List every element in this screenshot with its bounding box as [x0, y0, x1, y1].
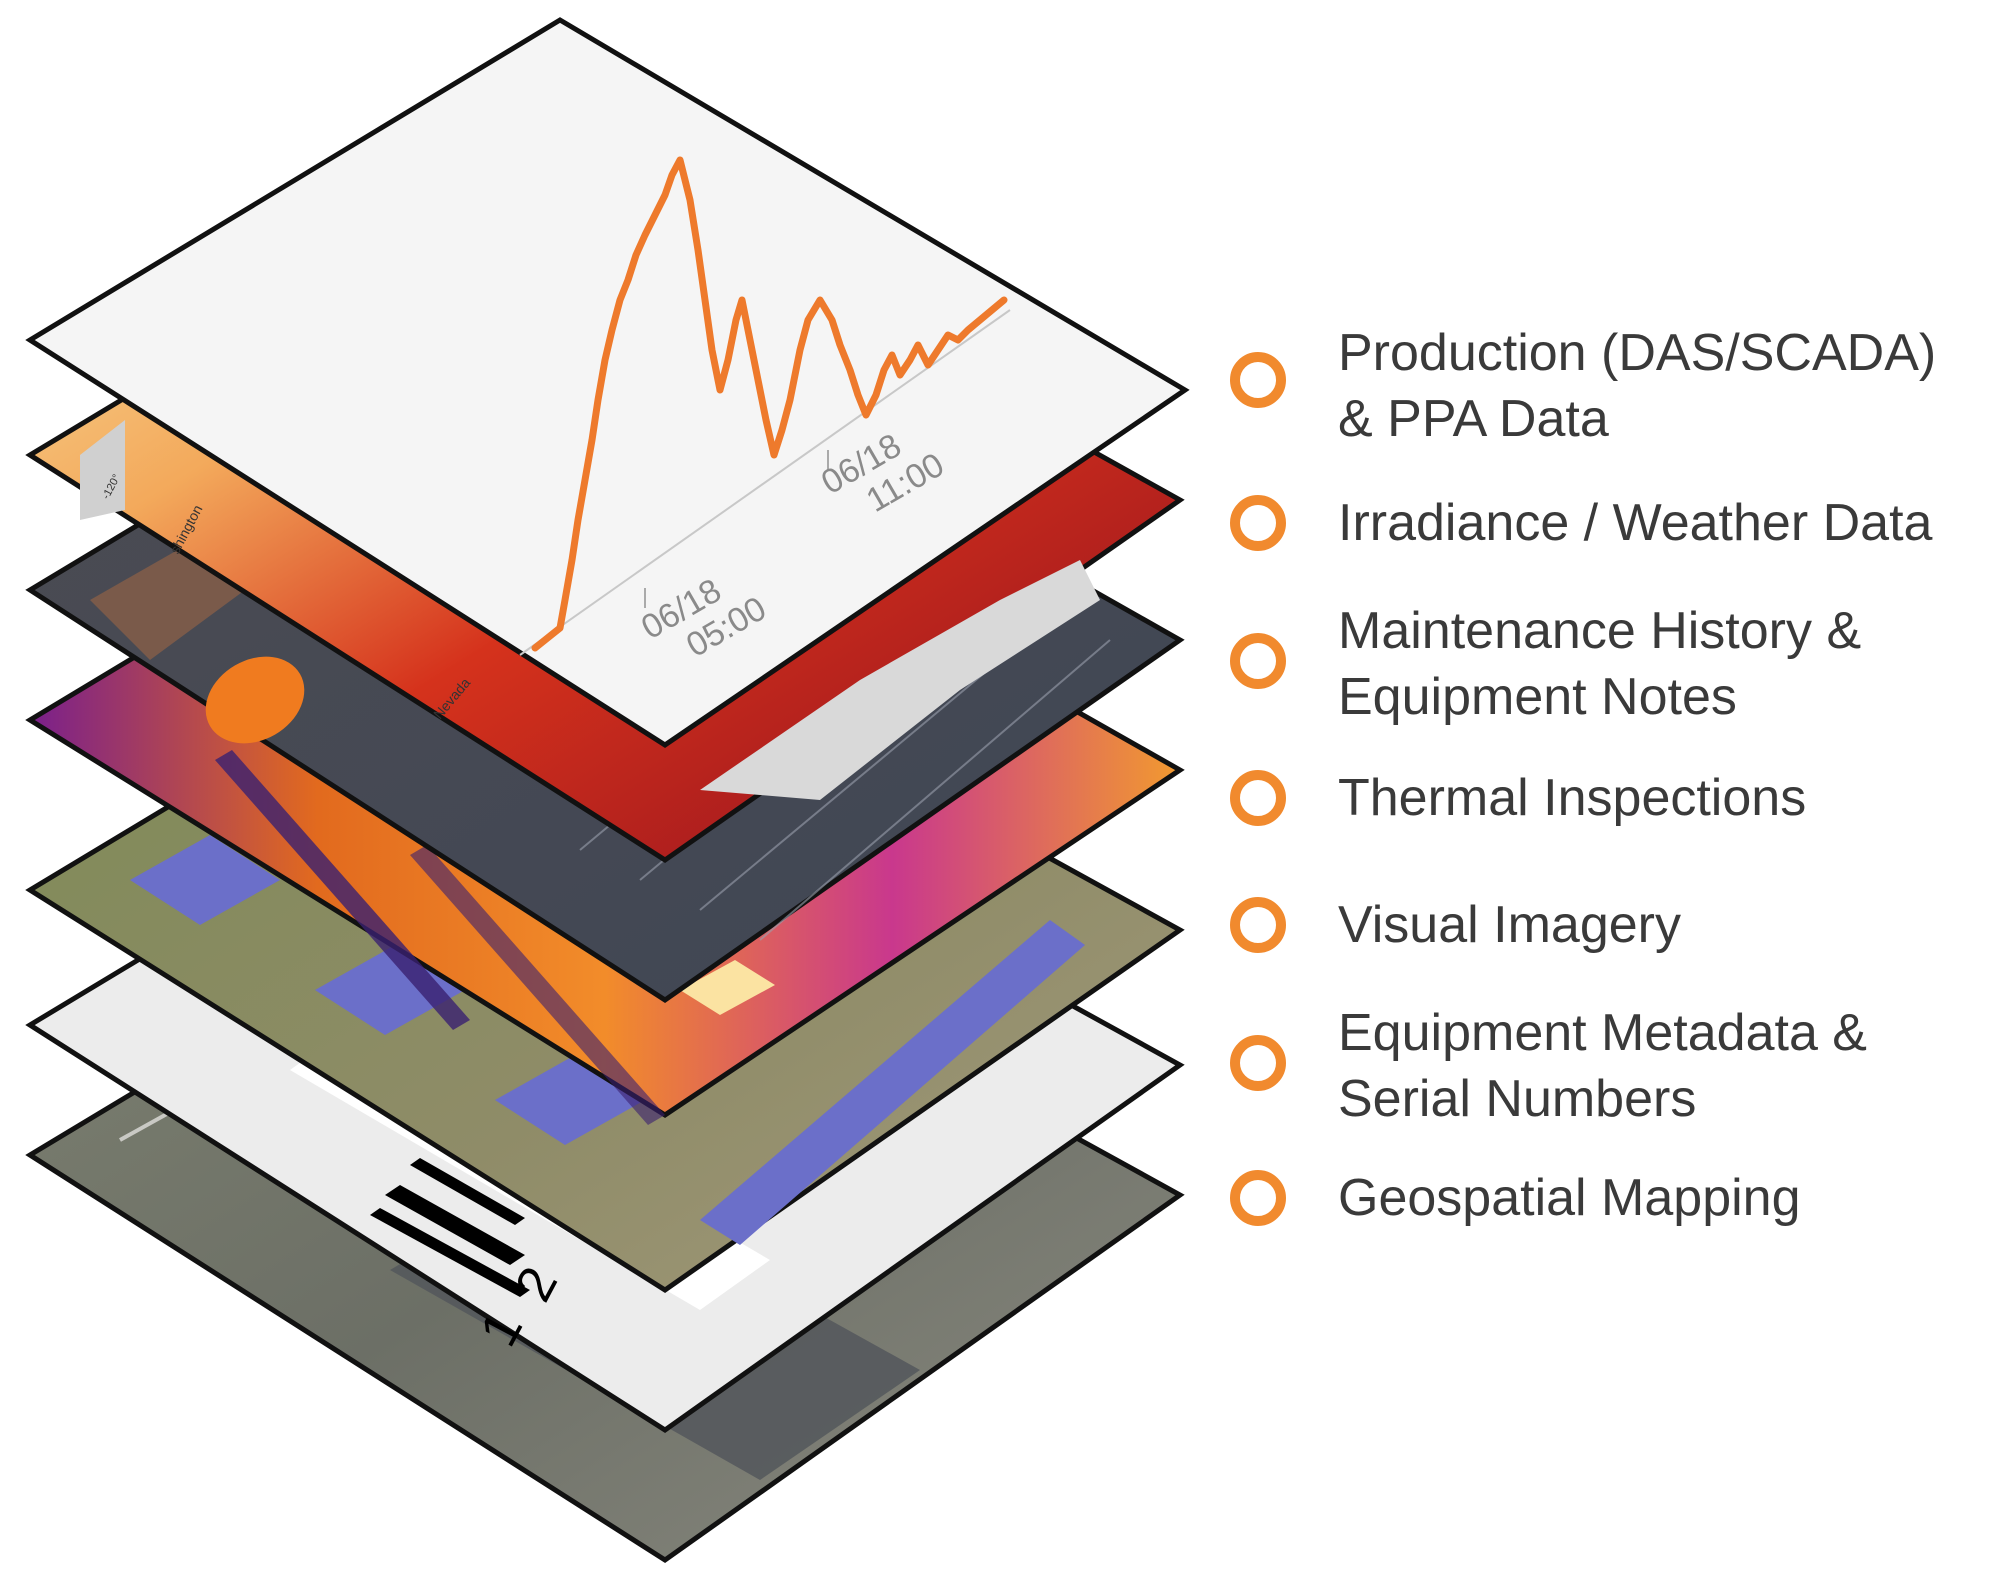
circle-marker-icon: [1230, 1170, 1286, 1226]
circle-marker-icon: [1230, 1035, 1286, 1091]
legend-label: Equipment Notes: [1338, 668, 1737, 726]
production-chart-line: [531, 156, 1008, 652]
legend-label: & PPA Data: [1338, 390, 1609, 448]
legend-label: Serial Numbers: [1338, 1070, 1697, 1128]
circle-marker-icon: [1230, 633, 1286, 689]
layer-stack-illustration: 1 2 shington Nevada: [25, 17, 1190, 1564]
layer-production-data: 06/18 05:00 06/18 11:00: [25, 17, 1190, 748]
legend-label: Irradiance / Weather Data: [1338, 494, 1933, 552]
barcode: [370, 1158, 530, 1297]
legend-label: Maintenance History &: [1338, 602, 1862, 660]
legend-label: Geospatial Mapping: [1338, 1169, 1801, 1227]
circle-marker-icon: [1230, 770, 1286, 826]
legend-label: Production (DAS/SCADA): [1338, 324, 1937, 382]
circle-marker-icon: [1230, 897, 1286, 953]
circle-marker-icon: [1230, 495, 1286, 551]
legend-label: Equipment Metadata &: [1338, 1004, 1867, 1062]
circle-marker-icon: [1230, 352, 1286, 408]
legend-label: Visual Imagery: [1338, 896, 1681, 954]
legend-label: Thermal Inspections: [1338, 769, 1807, 827]
